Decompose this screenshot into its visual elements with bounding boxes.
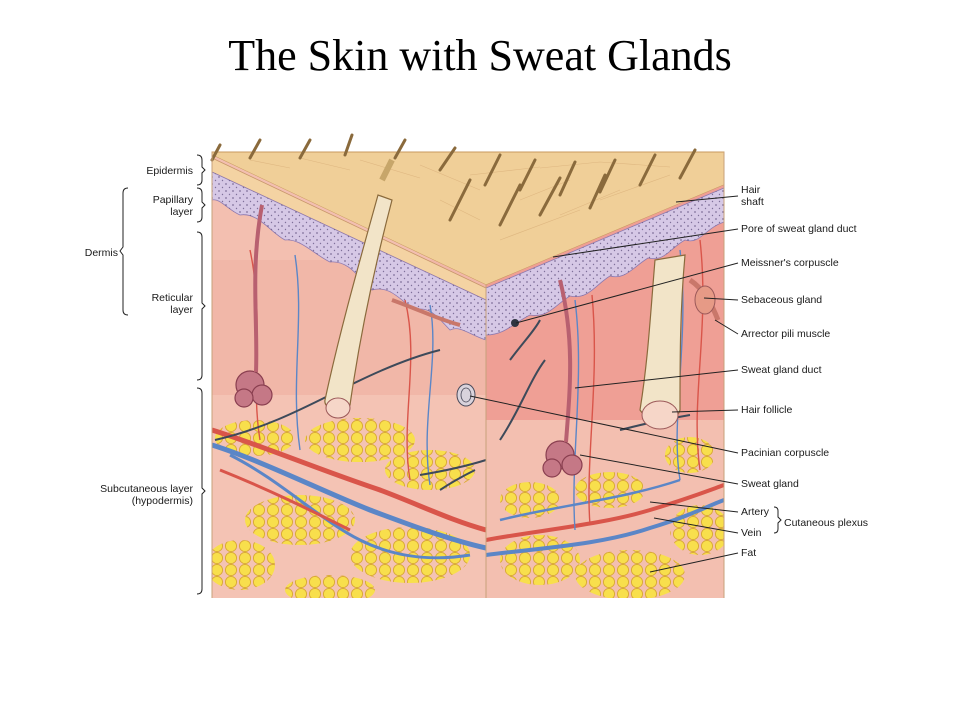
- pacinian-corpuscle: [456, 319, 519, 407]
- label-arrector: Arrector pili muscle: [741, 328, 830, 340]
- label-artery: Artery: [741, 506, 770, 518]
- label-epidermis: Epidermis: [146, 165, 193, 177]
- label-papillary-1: Papillary: [153, 194, 194, 206]
- right-labels: Hair shaft Pore of sweat gland duct Meis…: [741, 184, 868, 559]
- label-hair-follicle: Hair follicle: [741, 404, 793, 416]
- sweat-glands: [234, 204, 583, 478]
- label-dermis: Dermis: [85, 247, 118, 259]
- label-cutaneous-plexus: Cutaneous plexus: [784, 517, 868, 529]
- label-hair-shaft-2: shaft: [741, 196, 764, 208]
- label-reticular-1: Reticular: [152, 292, 194, 304]
- label-subcutaneous-1: Subcutaneous layer: [100, 483, 193, 495]
- skin-block: [210, 133, 725, 598]
- label-sweat-duct: Sweat gland duct: [741, 364, 822, 376]
- label-pacinian: Pacinian corpuscle: [741, 447, 829, 459]
- label-reticular-2: layer: [170, 304, 193, 316]
- label-fat: Fat: [741, 547, 756, 559]
- label-sebaceous: Sebaceous gland: [741, 294, 822, 306]
- label-subcutaneous-2: (hypodermis): [132, 495, 193, 507]
- leader-lines: [469, 195, 782, 573]
- label-hair-shaft-1: Hair: [741, 184, 761, 196]
- label-vein: Vein: [741, 527, 762, 539]
- left-labels: Epidermis Papillary layer Dermis Reticul…: [85, 165, 194, 507]
- left-brackets: [119, 154, 206, 595]
- hair-follicle-right: [639, 254, 721, 430]
- hair-shafts: [210, 133, 697, 227]
- label-sweat-gland: Sweat gland: [741, 478, 799, 490]
- label-papillary-2: layer: [170, 206, 193, 218]
- label-meissner: Meissner's corpuscle: [741, 257, 839, 269]
- hair-follicle-left: [324, 158, 461, 419]
- slide-title: The Skin with Sweat Glands: [228, 31, 732, 80]
- label-pore: Pore of sweat gland duct: [741, 223, 857, 235]
